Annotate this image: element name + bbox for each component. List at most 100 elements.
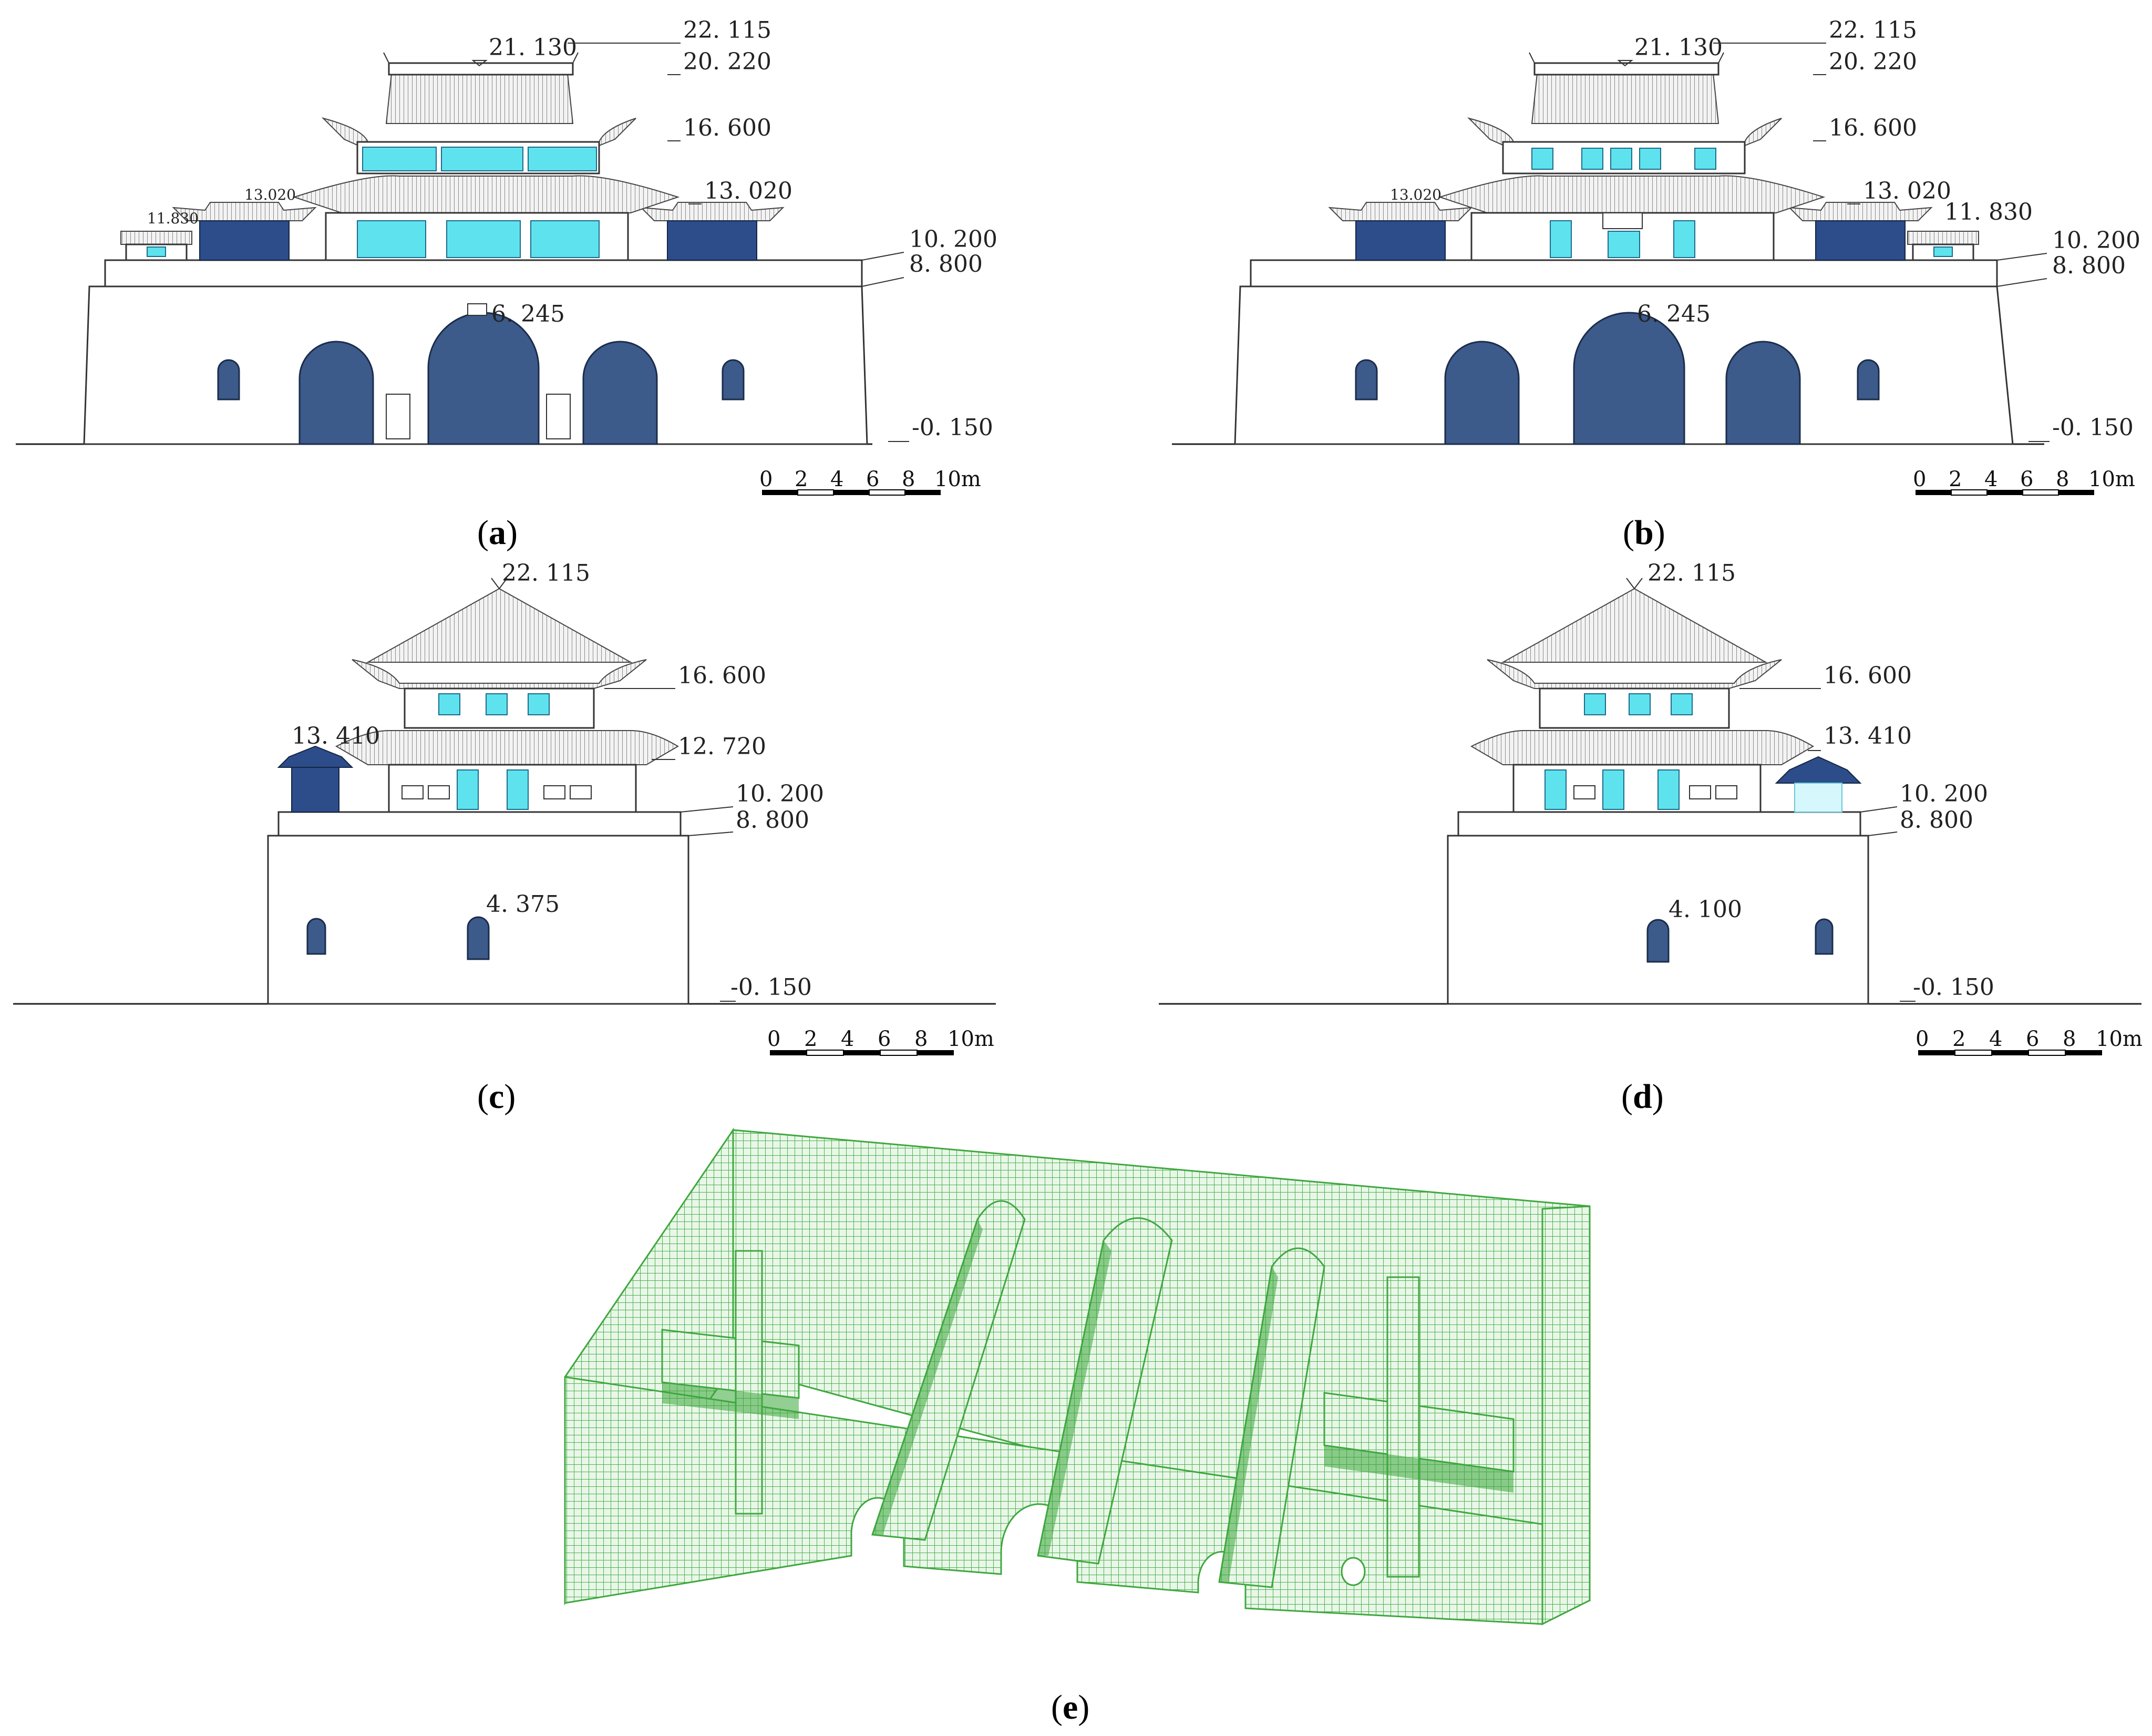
corner-pavilion — [1775, 756, 1862, 813]
mesh-vault-left — [871, 1200, 1026, 1541]
scale-bar-c: 0 2 4 6 8 10m — [767, 1027, 994, 1056]
svg-text:8: 8 — [902, 467, 915, 491]
svg-text:2: 2 — [1949, 467, 1962, 491]
panel-a-front-elevation: 21. 130 22. 115 20. 220 16. 600 13. 020 … — [16, 17, 997, 552]
corner-pavilion — [277, 745, 354, 813]
elev-16600: 16. 600 — [683, 115, 771, 141]
elev-10200: 10. 200 — [1900, 780, 1988, 807]
svg-text:4: 4 — [841, 1027, 854, 1051]
caption-c: (c) — [477, 1077, 516, 1116]
svg-text:2: 2 — [795, 467, 808, 491]
elev-13020-left: 13.020 — [1390, 186, 1441, 203]
mesh-right-side — [1541, 1205, 1591, 1626]
elev-20220: 20. 220 — [1829, 48, 1917, 75]
main-tower — [335, 578, 679, 813]
panel-b-rear-elevation: 21. 130 22. 115 20. 220 16. 600 13.020 1… — [1172, 17, 2140, 552]
elev-16600: 16. 600 — [1824, 662, 1912, 689]
elev-11830: 11.830 — [147, 210, 199, 227]
caption-d: (d) — [1621, 1077, 1664, 1116]
small-house-right — [1907, 231, 1979, 261]
panel-c-side-elevation: 22. 115 16. 600 13. 410 12. 720 10. 200 … — [13, 560, 996, 1116]
arch-opening-left — [298, 341, 374, 445]
svg-text:10m: 10m — [2096, 1027, 2143, 1051]
svg-text:10m: 10m — [2088, 467, 2135, 491]
elevation-labels-c: 22. 115 16. 600 13. 410 12. 720 10. 200 … — [292, 560, 824, 1002]
wall-platform — [104, 259, 863, 287]
svg-text:4: 4 — [1984, 467, 1997, 491]
caption-e: (e) — [1051, 1688, 1089, 1727]
arch-opening-right — [582, 341, 658, 445]
caption-a: (a) — [477, 513, 518, 552]
elev-10200: 10. 200 — [736, 780, 824, 807]
small-house-left — [120, 231, 192, 261]
elev-minus0150: -0. 150 — [730, 974, 812, 1001]
elev-16600: 16. 600 — [1829, 115, 1917, 141]
elev-8800: 8. 800 — [2052, 252, 2126, 279]
elev-12720: 12. 720 — [678, 733, 766, 760]
side-pavilion-left — [1328, 202, 1473, 261]
side-pavilion-left — [172, 202, 317, 261]
side-pavilion-right — [640, 202, 785, 261]
elev-8800: 8. 800 — [1900, 807, 1973, 834]
arch-opening-center — [1573, 312, 1685, 445]
plaque — [467, 303, 487, 316]
elev-16600: 16. 600 — [678, 662, 766, 689]
svg-text:2: 2 — [804, 1027, 817, 1051]
elev-13410: 13. 410 — [292, 723, 380, 749]
svg-text:8: 8 — [2056, 467, 2069, 491]
svg-text:6: 6 — [2026, 1027, 2039, 1051]
elev-minus0150: -0. 150 — [2052, 414, 2134, 441]
side-pavilion-right — [1788, 202, 1933, 261]
svg-text:8: 8 — [2063, 1027, 2076, 1051]
svg-text:6: 6 — [866, 467, 879, 491]
wall-platform — [1250, 259, 1998, 287]
elev-4375: 4. 375 — [486, 891, 560, 918]
panel-d-side-elevation: 22. 115 16. 600 13. 410 10. 200 8. 800 4… — [1159, 560, 2143, 1116]
scale-bar-d: 0 2 4 6 8 10m — [1916, 1027, 2143, 1056]
elev-22115: 22. 115 — [683, 17, 771, 44]
elev-22115: 22. 115 — [1648, 560, 1736, 587]
elev-10200: 10. 200 — [909, 226, 997, 253]
svg-text:8: 8 — [914, 1027, 928, 1051]
elev-13410: 13. 410 — [1824, 723, 1912, 749]
small-window-right — [722, 359, 745, 400]
svg-text:10m: 10m — [934, 467, 981, 491]
elev-minus0150: -0. 150 — [912, 414, 993, 441]
elev-6245: 6. 245 — [1637, 301, 1711, 327]
svg-text:0: 0 — [759, 467, 773, 491]
arch-opening-center — [427, 312, 540, 445]
elevation-labels-b: 21. 130 22. 115 20. 220 16. 600 13.020 1… — [1390, 17, 2140, 442]
elev-20220: 20. 220 — [683, 48, 771, 75]
door-panel-left — [386, 394, 410, 439]
elev-4100: 4. 100 — [1669, 896, 1742, 923]
small-window-right — [1815, 918, 1834, 955]
elev-21130: 21. 130 — [1634, 34, 1723, 61]
svg-text:4: 4 — [1989, 1027, 2002, 1051]
small-window-left — [306, 918, 326, 955]
scale-bar-a: 0 2 4 6 8 10m — [759, 467, 981, 496]
elev-22115: 22. 115 — [502, 560, 590, 587]
small-window-right — [1857, 359, 1880, 400]
elev-minus0150: -0. 150 — [1913, 974, 1994, 1001]
elev-22115: 22. 115 — [1829, 17, 1917, 44]
svg-text:4: 4 — [830, 467, 843, 491]
main-tower — [292, 52, 680, 261]
svg-text:0: 0 — [1913, 467, 1926, 491]
svg-text:6: 6 — [878, 1027, 891, 1051]
caption-b: (b) — [1623, 513, 1665, 552]
svg-text:0: 0 — [1916, 1027, 1929, 1051]
mesh-vault-right — [1218, 1247, 1325, 1588]
small-window-left — [217, 359, 240, 400]
small-window-left — [1355, 359, 1378, 400]
elev-11830: 11. 830 — [1944, 199, 2033, 225]
elev-8800: 8. 800 — [736, 807, 809, 834]
main-tower — [1470, 578, 1814, 813]
elevation-labels-d: 22. 115 16. 600 13. 410 10. 200 8. 800 4… — [1648, 560, 1994, 1002]
elev-21130: 21. 130 — [489, 34, 577, 61]
elev-13020-left: 13.020 — [244, 186, 296, 203]
mesh-stair-block-right — [1323, 1276, 1515, 1586]
elev-13020-right: 13. 020 — [704, 178, 792, 204]
arch-opening-right — [1725, 341, 1801, 445]
panel-e-finite-element-mesh: (e) — [564, 1127, 1591, 1727]
